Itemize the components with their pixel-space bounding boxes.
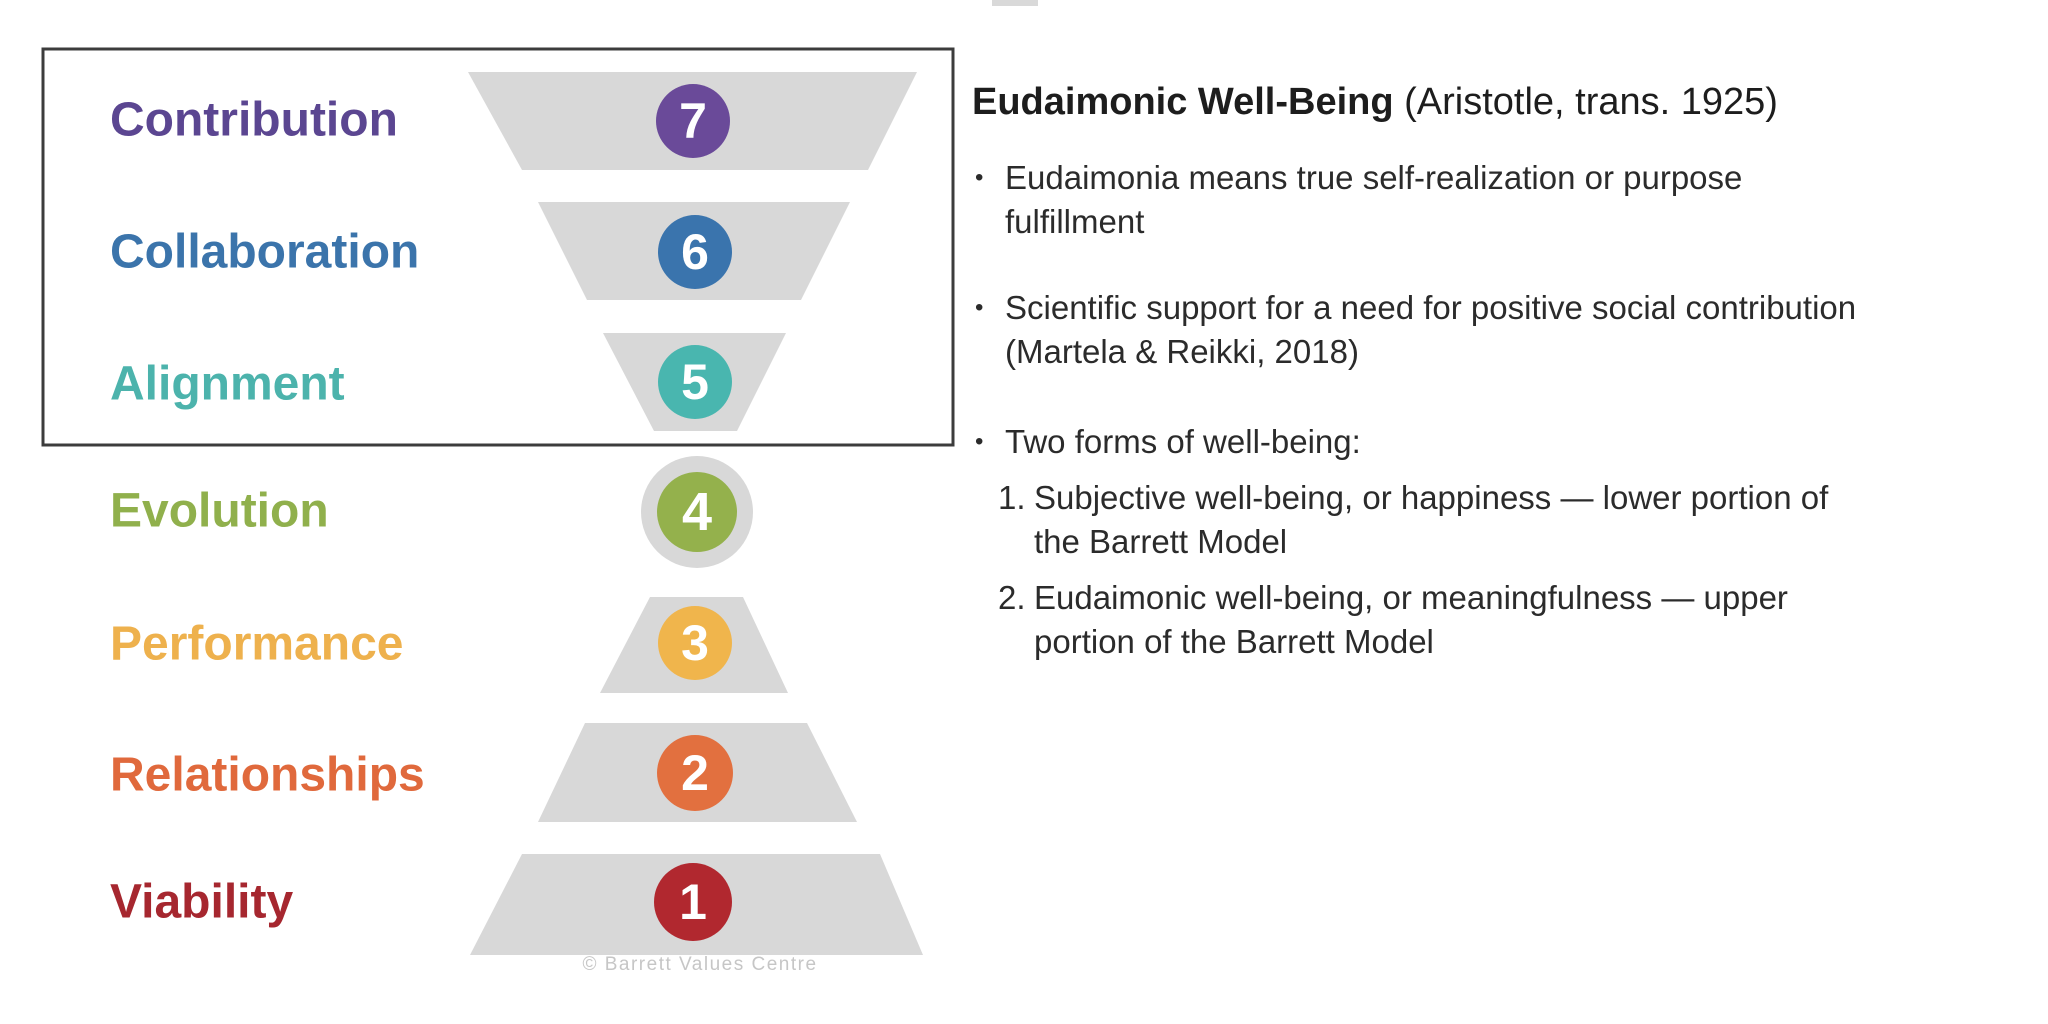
bullet-marker: •: [975, 428, 984, 455]
copyright-text: © Barrett Values Centre: [582, 954, 817, 975]
level-7-label: Contribution: [110, 94, 398, 147]
level-7-number: 7: [679, 93, 707, 149]
bullet-text: Two forms of well-being:: [1005, 423, 1361, 460]
level-6-number: 6: [681, 224, 709, 280]
title-main: Eudaimonic Well-Being: [972, 81, 1394, 123]
top-edge-artifact: [992, 0, 1038, 6]
numbered-marker: 1.: [998, 479, 1026, 516]
level-3-label: Performance: [110, 618, 403, 671]
bullet-item-3: • Two forms of well-being:: [972, 420, 1361, 464]
bullet-text: Scientific support for a need for positi…: [1005, 289, 1857, 370]
level-2-label: Relationships: [110, 749, 425, 802]
barrett-model-diagram: 7 Contribution 6 Collaboration 5 Alignme…: [41, 47, 955, 975]
numbered-item-1: 1. Subjective well-being, or happiness —…: [998, 476, 1828, 564]
level-2-number: 2: [681, 745, 709, 801]
level-2-circle: [657, 735, 733, 811]
numbered-item-2: 2. Eudaimonic well-being, or meaningfuln…: [998, 576, 1788, 664]
content-panel: Eudaimonic Well-Being (Aristotle, trans.…: [972, 78, 2022, 978]
bullet-item-2: • Scientific support for a need for posi…: [972, 286, 1856, 374]
level-1-number: 1: [679, 874, 707, 930]
level-6-label: Collaboration: [110, 226, 419, 279]
numbered-marker: 2.: [998, 579, 1026, 616]
level-6-circle: [658, 215, 732, 289]
level-7: 7 Contribution: [110, 72, 917, 170]
level-3: 3 Performance: [110, 597, 788, 693]
level-4-label: Evolution: [110, 485, 329, 538]
level-4-circle: [657, 472, 737, 552]
level-3-number: 3: [681, 615, 709, 671]
level-1-circle: [654, 863, 732, 941]
level-1: 1 Viability: [110, 854, 923, 955]
level-5-circle: [658, 345, 732, 419]
page-title: Eudaimonic Well-Being (Aristotle, trans.…: [972, 78, 1778, 126]
level-2: 2 Relationships: [110, 723, 857, 822]
title-citation: (Aristotle, trans. 1925): [1393, 81, 1778, 123]
level-5-number: 5: [681, 354, 709, 410]
bullet-marker: •: [975, 294, 984, 321]
bullet-marker: •: [975, 164, 984, 191]
bullet-item-1: • Eudaimonia means true self-realization…: [972, 156, 1742, 244]
level-1-label: Viability: [110, 876, 293, 929]
bullet-text: Eudaimonia means true self-realization o…: [1005, 159, 1743, 240]
numbered-text: Subjective well-being, or happiness — lo…: [1034, 479, 1829, 560]
level-4-number: 4: [682, 482, 712, 542]
level-3-circle: [658, 606, 732, 680]
level-5-label: Alignment: [110, 358, 345, 411]
level-5: 5 Alignment: [110, 333, 786, 431]
numbered-text: Eudaimonic well-being, or meaningfulness…: [1034, 579, 1788, 660]
level-6: 6 Collaboration: [110, 202, 850, 300]
level-7-circle: [656, 84, 730, 158]
upper-levels-outline: [41, 47, 955, 447]
level-4: 4 Evolution: [110, 456, 753, 568]
